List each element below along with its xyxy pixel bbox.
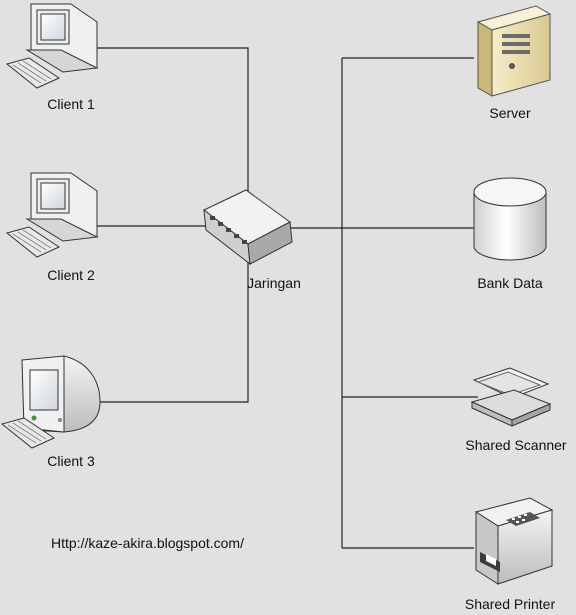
link-client3	[100, 250, 249, 403]
server-label: Server	[489, 105, 531, 121]
printer-icon	[474, 497, 554, 585]
scanner-label: Shared Scanner	[465, 437, 567, 453]
client1-computer-icon	[5, 3, 99, 89]
connection-lines	[95, 47, 478, 549]
scanner-icon	[470, 367, 552, 427]
client3-label: Client 3	[47, 453, 95, 469]
client2-label: Client 2	[47, 267, 95, 283]
client2-computer-icon	[5, 172, 99, 258]
printer-label: Shared Printer	[464, 596, 556, 612]
client3-computer-icon	[0, 355, 101, 449]
database-cylinder-icon	[473, 177, 547, 261]
hub-label: Jaringan	[247, 275, 301, 291]
bank-data-label: Bank Data	[477, 275, 543, 291]
hub-switch-icon	[203, 189, 293, 266]
link-client1	[95, 47, 249, 196]
client1-label: Client 1	[47, 96, 95, 112]
footer-url: Http://kaze-akira.blogspot.com/	[51, 535, 244, 551]
server-tower-icon	[476, 5, 552, 97]
